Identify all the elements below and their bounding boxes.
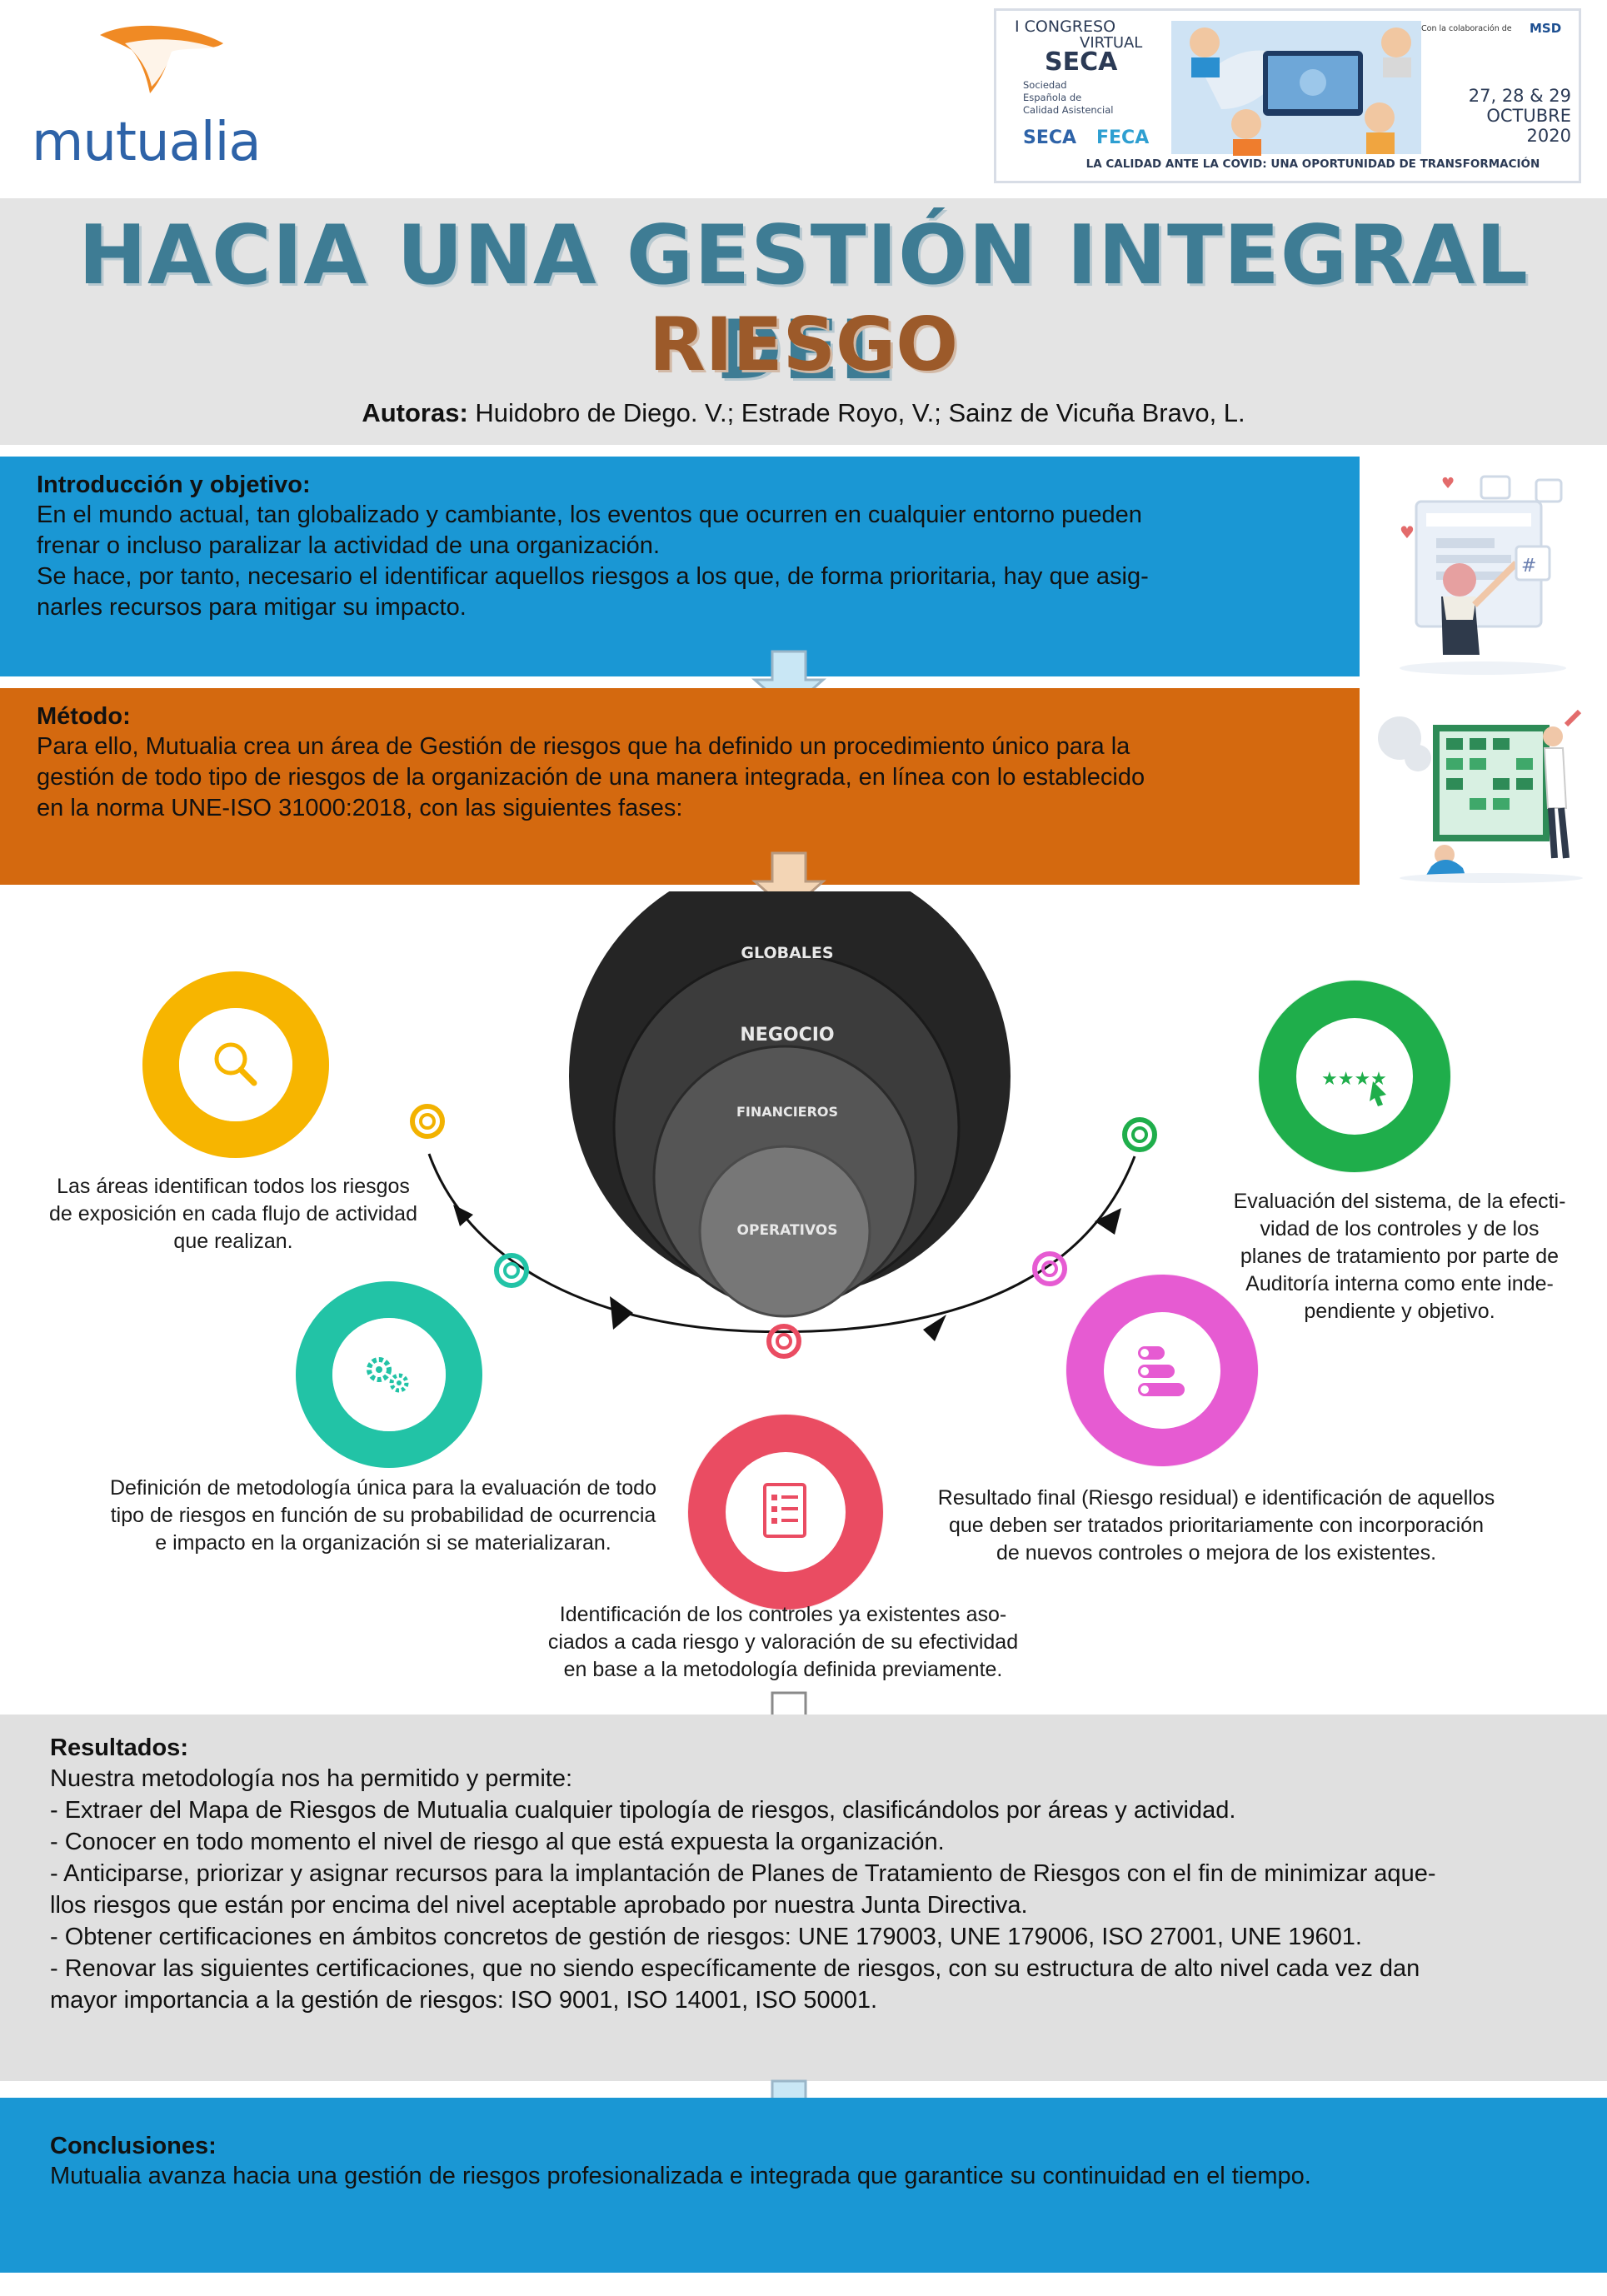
conclusiones-text: Mutualia avanza hacia una gestión de rie… [50, 2163, 1311, 2189]
svg-text:#: # [1521, 556, 1536, 576]
resultados-line: - Conocer en todo momento el nivel de ri… [50, 1829, 945, 1855]
metodo-line: gestión de todo tipo de riesgos de la or… [37, 764, 1145, 791]
phase-1-description: Las áreas identifican todos los riesgos … [49, 1175, 417, 1253]
poster-title: HACIA UNA GESTIÓN INTEGRAL DEL [78, 208, 1529, 398]
process-node [494, 1253, 529, 1288]
logo-swoosh-icon [100, 25, 223, 93]
phase-5-ring: ★★★★ [1258, 980, 1451, 1173]
risk-level-financieros: FINANCIEROS [736, 1104, 838, 1120]
intro-line: En el mundo actual, tan globalizado y ca… [37, 502, 1142, 528]
metodo-section: Método: Para ello, Mutualia crea un área… [0, 688, 1360, 885]
flow-arrowhead [610, 1296, 633, 1330]
social-media-illustration: # ♥ ♥ [1400, 475, 1566, 675]
checklist-icon [763, 1483, 806, 1538]
resultados-section: Resultados: Nuestra metodología nos ha p… [0, 1715, 1607, 2081]
risk-levels-bubbles: GLOBALES NEGOCIO FINANCIEROS OPERATIVOS [569, 891, 1011, 1318]
svg-text:♥: ♥ [1400, 522, 1415, 542]
banner-virtual: VIRTUAL [1080, 34, 1143, 52]
metodo-heading: Método: [37, 703, 131, 730]
banner-msd-logo: MSD [1530, 21, 1562, 36]
planning-board-illustration [1378, 709, 1583, 883]
gears-icon [367, 1357, 409, 1393]
banner-theme: LA CALIDAD ANTE LA COVID: UNA OPORTUNIDA… [1085, 157, 1540, 171]
svg-text:♥: ♥ [1441, 475, 1455, 492]
resultados-line: - Extraer del Mapa de Riesgos de Mutuali… [50, 1797, 1236, 1824]
magnifier-icon [214, 1042, 257, 1086]
phase-2-ring [296, 1281, 482, 1468]
intro-line: Se hace, por tanto, necesario el identif… [37, 563, 1149, 590]
intro-line: narles recursos para mitigar su impacto. [37, 594, 467, 621]
diagram-graphics: GLOBALES NEGOCIO FINANCIEROS OPERATIVOS [142, 891, 1451, 1610]
poster-title-riesgo: RIESGO [648, 302, 959, 387]
banner-video-call-illustration [1171, 21, 1421, 156]
ranking-icon [1138, 1346, 1185, 1396]
banner-seca-logo: SECA [1023, 127, 1077, 148]
phase-5-description: Evaluación del sistema, de la efecti- vi… [1233, 1190, 1566, 1323]
flow-arrowhead [453, 1205, 473, 1226]
authors: Autoras: Huidobro de Diego. V.; Estrade … [0, 398, 1607, 428]
resultados-line: Nuestra metodología nos ha permitido y p… [50, 1765, 573, 1792]
title-band [0, 198, 1607, 445]
resultados-line: - Renovar las siguientes certificaciones… [50, 1955, 1420, 1982]
phase-1-ring [142, 971, 329, 1158]
flow-arrowhead [1095, 1208, 1121, 1235]
risk-level-negocio: NEGOCIO [740, 1025, 834, 1046]
rating-stars-icon: ★★★★ [1321, 1069, 1387, 1106]
resultados-heading: Resultados: [50, 1734, 188, 1761]
phase-4-ring [1066, 1274, 1259, 1467]
banner-congreso: I CONGRESO [1015, 17, 1116, 36]
process-node [410, 1104, 445, 1139]
metodo-line: en la norma UNE-ISO 31000:2018, con las … [37, 795, 683, 821]
banner-colaboracion: Con la colaboración de [1421, 24, 1512, 33]
resultados-line: - Anticiparse, priorizar y asignar recur… [50, 1860, 1436, 1887]
authors-names: Huidobro de Diego. V.; Estrade Royo, V.;… [467, 398, 1245, 427]
phase-4-description: Resultado final (Riesgo residual) e iden… [937, 1486, 1495, 1565]
phase-3-ring [687, 1414, 884, 1610]
authors-label: Autoras: [362, 398, 468, 427]
banner-seca: SECA [1045, 47, 1118, 77]
risk-process-diagram: GLOBALES NEGOCIO FINANCIEROS OPERATIVOS [0, 891, 1607, 1708]
metodo-line: Para ello, Mutualia crea un área de Gest… [37, 733, 1130, 760]
resultados-line: - Obtener certificaciones en ámbitos con… [50, 1924, 1362, 1950]
risk-level-globales: GLOBALES [741, 944, 833, 962]
banner-feca-logo: FECA [1096, 127, 1150, 148]
conclusiones-heading: Conclusiones: [50, 2133, 217, 2159]
risk-level-operativos: OPERATIVOS [737, 1222, 838, 1239]
flow-arrowhead [923, 1315, 946, 1341]
conclusiones-section: Conclusiones: Mutualia avanza hacia una … [0, 2098, 1607, 2273]
banner-sociedad: Sociedad Española de Calidad Asistencial [1023, 79, 1114, 116]
phase-3-description: Identificación de los controles ya exist… [547, 1603, 1019, 1681]
mutualia-logo: mutualia [32, 18, 265, 173]
intro-line: frenar o incluso paralizar la actividad … [37, 532, 660, 559]
logo-wordmark: mutualia [32, 112, 262, 173]
banner-dates: 27, 28 & 29 OCTUBRE 2020 [1468, 86, 1571, 146]
risk-level-operativos-circle [698, 1145, 871, 1318]
resultados-line: mayor importancia a la gestión de riesgo… [50, 1987, 878, 2014]
process-node [766, 1324, 801, 1359]
resultados-line: llos riesgos que están por encima del ni… [50, 1892, 1028, 1919]
phase-2-description: Definición de metodología única para la … [109, 1476, 656, 1555]
congress-banner: I CONGRESO VIRTUAL SECA Sociedad Español… [994, 8, 1581, 183]
process-node [1122, 1117, 1157, 1152]
process-node [1032, 1251, 1067, 1286]
intro-heading: Introducción y objetivo: [37, 472, 311, 498]
intro-section: Introducción y objetivo: En el mundo act… [0, 457, 1360, 676]
